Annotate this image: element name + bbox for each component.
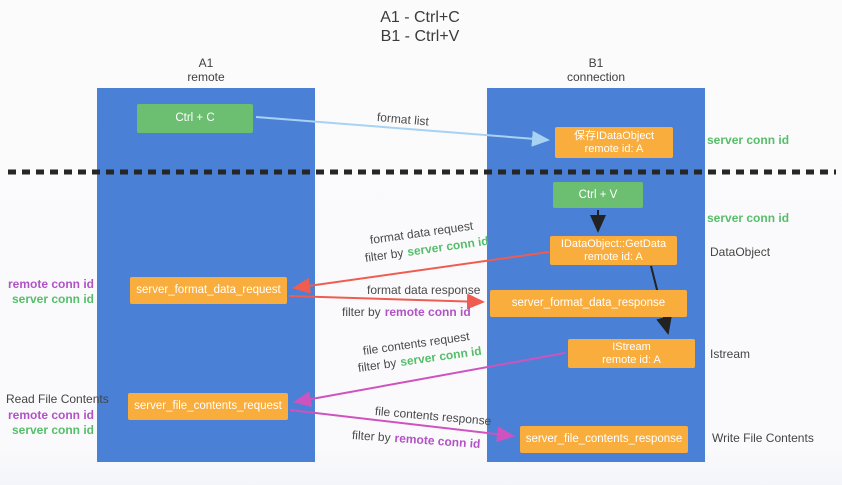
annot-remote-conn-id-2: remote conn id — [7, 408, 94, 422]
lane-header-b1: B1 connection — [536, 56, 656, 84]
lane-b1-name: B1 — [588, 56, 604, 70]
node-save-dataobject-line2: remote id: A — [584, 142, 644, 155]
node-save-dataobject: 保存IDataObject remote id: A — [555, 127, 673, 158]
node-server-file-contents-response: server_file_contents_response — [520, 426, 688, 453]
node-ctrl-v: Ctrl + V — [553, 182, 643, 208]
annot-server-conn-id-2: server conn id — [11, 423, 94, 437]
arrow-format-list — [255, 116, 550, 147]
node-format-data-request-label: server_format_data_request — [136, 284, 281, 296]
node-server-file-contents-request: server_file_contents_request — [128, 393, 288, 420]
node-server-format-data-response: server_format_data_response — [490, 290, 687, 317]
node-file-contents-response-label: server_file_contents_response — [525, 433, 683, 445]
node-getdata-line2: remote id: A — [584, 250, 643, 263]
edge-label-format-data-response: format data response — [367, 283, 481, 297]
title-line-1: A1 - Ctrl+C — [380, 9, 460, 26]
node-ctrl-v-label: Ctrl + V — [578, 188, 618, 201]
node-istream: IStream remote id: A — [568, 339, 695, 368]
node-istream-line1: IStream — [612, 340, 651, 353]
annot-server-conn-id-1: server conn id — [11, 292, 94, 306]
annot-conn-ids-lower: remote conn id server conn id — [0, 408, 94, 438]
arrow-file-contents-response — [289, 409, 515, 443]
node-getdata-line1: IDataObject::GetData — [560, 237, 667, 250]
node-format-data-response-label: server_format_data_response — [511, 297, 666, 309]
node-file-contents-request-label: server_file_contents_request — [134, 400, 282, 412]
lane-a1-subtitle: remote — [187, 70, 225, 84]
arrow-file-contents-request — [293, 352, 566, 408]
filter-prefix: filter by — [351, 428, 392, 445]
node-ctrl-c-label: Ctrl + C — [175, 112, 215, 124]
filter-prefix: filter by — [342, 305, 381, 319]
annot-server-conn-id-mid: server conn id — [707, 211, 790, 225]
node-idataobject-getdata: IDataObject::GetData remote id: A — [550, 236, 677, 265]
annot-read-file-contents: Read File Contents — [6, 392, 109, 406]
lane-header-a1: A1 remote — [146, 56, 266, 84]
annot-write-file-contents: Write File Contents — [712, 431, 814, 445]
node-ctrl-c: Ctrl + C — [137, 104, 253, 133]
annot-remote-conn-id-1: remote conn id — [7, 277, 94, 291]
node-istream-line2: remote id: A — [602, 353, 661, 366]
lane-a1-name: A1 — [198, 56, 214, 70]
diagram-title: A1 - Ctrl+C B1 - Ctrl+V — [300, 8, 540, 46]
node-server-format-data-request: server_format_data_request — [130, 277, 287, 304]
annot-dataobject: DataObject — [710, 245, 771, 259]
title-line-2: B1 - Ctrl+V — [380, 28, 460, 45]
lane-b1-subtitle: connection — [566, 70, 626, 84]
annot-istream: Istream — [710, 347, 751, 361]
arrow-format-data-response — [288, 293, 485, 310]
annot-server-conn-id-top: server conn id — [707, 133, 790, 147]
remote-conn-id-highlight: remote conn id — [384, 305, 471, 319]
annot-conn-ids-upper: remote conn id server conn id — [0, 277, 94, 307]
node-save-dataobject-line1: 保存IDataObject — [573, 129, 655, 142]
arrow-format-data-request — [292, 251, 550, 294]
